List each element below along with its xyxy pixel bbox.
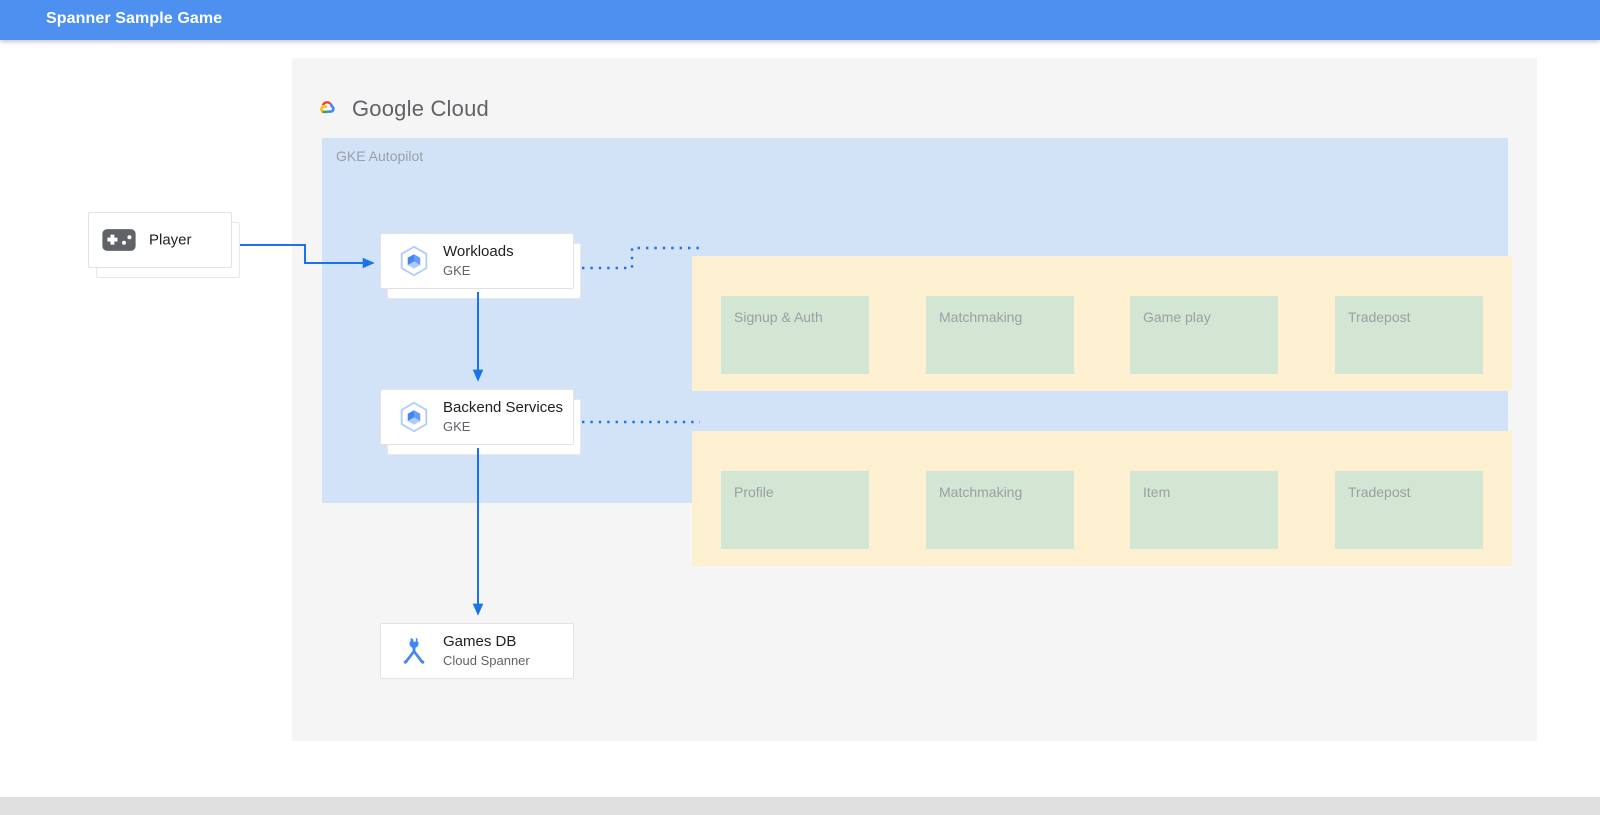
service-box-game-play[interactable]: Game play bbox=[1130, 296, 1278, 374]
service-box-label: Tradepost bbox=[1348, 484, 1411, 500]
gke-autopilot-label: GKE Autopilot bbox=[336, 148, 424, 164]
node-subtitle: Cloud Spanner bbox=[443, 653, 530, 668]
app-bar: Spanner Sample Game bbox=[0, 0, 1600, 40]
node-title: Player bbox=[149, 231, 192, 249]
node-text: Games DB Cloud Spanner bbox=[443, 632, 530, 670]
node-text: Workloads GKE bbox=[443, 242, 514, 280]
service-box-label: Signup & Auth bbox=[734, 309, 823, 325]
service-box-label: Game play bbox=[1143, 309, 1211, 325]
cloud-spanner-icon bbox=[403, 638, 425, 664]
node-text: Backend Services GKE bbox=[443, 398, 563, 436]
service-box-matchmaking[interactable]: Matchmaking bbox=[926, 296, 1074, 374]
architecture-diagram-panel: Google Cloud GKE Autopilot Signup & Auth… bbox=[292, 58, 1537, 741]
node-title: Backend Services bbox=[443, 399, 564, 416]
brand-cloud: Cloud bbox=[430, 96, 489, 121]
node-player[interactable]: Player bbox=[88, 212, 232, 268]
gke-icon bbox=[400, 401, 428, 433]
workload-services-group: Signup & Auth Matchmaking Game play Trad… bbox=[692, 256, 1512, 391]
service-box-label: Matchmaking bbox=[939, 484, 1023, 500]
service-box-signup-auth[interactable]: Signup & Auth bbox=[721, 296, 869, 374]
node-title: Games DB bbox=[443, 633, 517, 650]
node-title: Workloads bbox=[443, 243, 514, 260]
gke-icon bbox=[400, 245, 428, 277]
google-cloud-wordmark: Google Cloud bbox=[352, 96, 489, 122]
service-box-matchmaking[interactable]: Matchmaking bbox=[926, 471, 1074, 549]
node-subtitle: GKE bbox=[443, 419, 471, 434]
service-box-label: Profile bbox=[734, 484, 774, 500]
node-games-db[interactable]: Games DB Cloud Spanner bbox=[380, 623, 574, 679]
service-box-tradepost[interactable]: Tradepost bbox=[1335, 471, 1483, 549]
node-subtitle: GKE bbox=[443, 263, 471, 278]
gamepad-icon bbox=[102, 229, 136, 251]
service-box-profile[interactable]: Profile bbox=[721, 471, 869, 549]
brand-google: Google bbox=[352, 96, 425, 121]
bottom-strip bbox=[0, 797, 1600, 815]
gke-autopilot-region: GKE Autopilot Signup & Auth Matchmaking … bbox=[322, 138, 1512, 566]
google-cloud-logo-icon bbox=[320, 101, 335, 114]
service-box-label: Matchmaking bbox=[939, 309, 1023, 325]
backend-services-group: Profile Matchmaking Item Tradepost bbox=[692, 431, 1512, 566]
node-backend-services[interactable]: Backend Services GKE bbox=[380, 389, 574, 445]
google-cloud-brand: Google Cloud bbox=[311, 94, 489, 124]
node-workloads[interactable]: Workloads GKE bbox=[380, 233, 574, 289]
service-box-item[interactable]: Item bbox=[1130, 471, 1278, 549]
app-title: Spanner Sample Game bbox=[46, 10, 223, 27]
service-box-label: Item bbox=[1143, 484, 1171, 500]
service-box-label: Tradepost bbox=[1348, 309, 1411, 325]
service-box-tradepost[interactable]: Tradepost bbox=[1335, 296, 1483, 374]
